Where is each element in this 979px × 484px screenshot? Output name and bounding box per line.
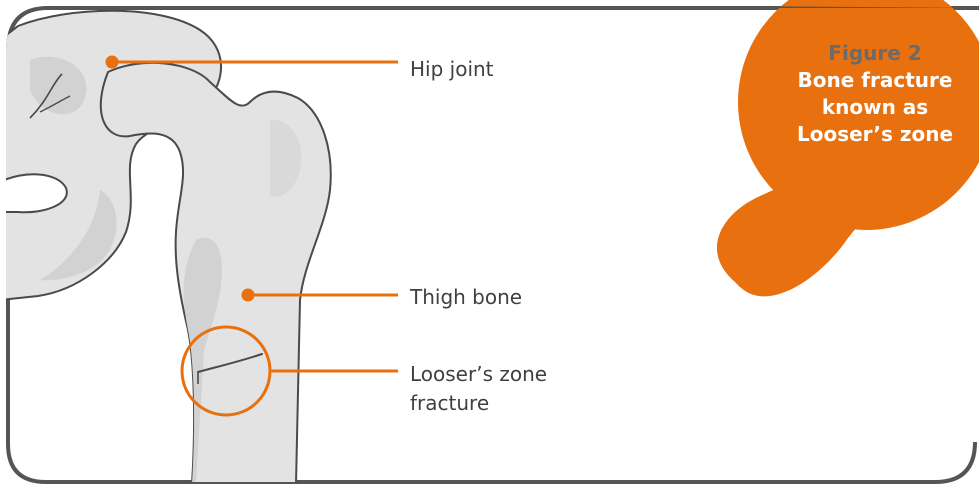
- figure-title-line2: known as: [770, 94, 979, 121]
- loosers-zone-label-line1: Looser’s zone: [410, 360, 547, 389]
- figure-title-line3: Looser’s zone: [770, 121, 979, 148]
- figure-title-line1: Bone fracture: [770, 67, 979, 94]
- figure-title: Figure 2 Bone fracture known as Looser’s…: [770, 40, 979, 148]
- loosers-zone-label: Looser’s zone fracture: [410, 360, 547, 418]
- loosers-zone-label-line2: fracture: [410, 389, 547, 418]
- hip-joint-label: Hip joint: [410, 55, 494, 84]
- femur-bone: [101, 63, 331, 484]
- figure-number: Figure 2: [770, 40, 979, 67]
- thigh-bone-label: Thigh bone: [410, 283, 522, 312]
